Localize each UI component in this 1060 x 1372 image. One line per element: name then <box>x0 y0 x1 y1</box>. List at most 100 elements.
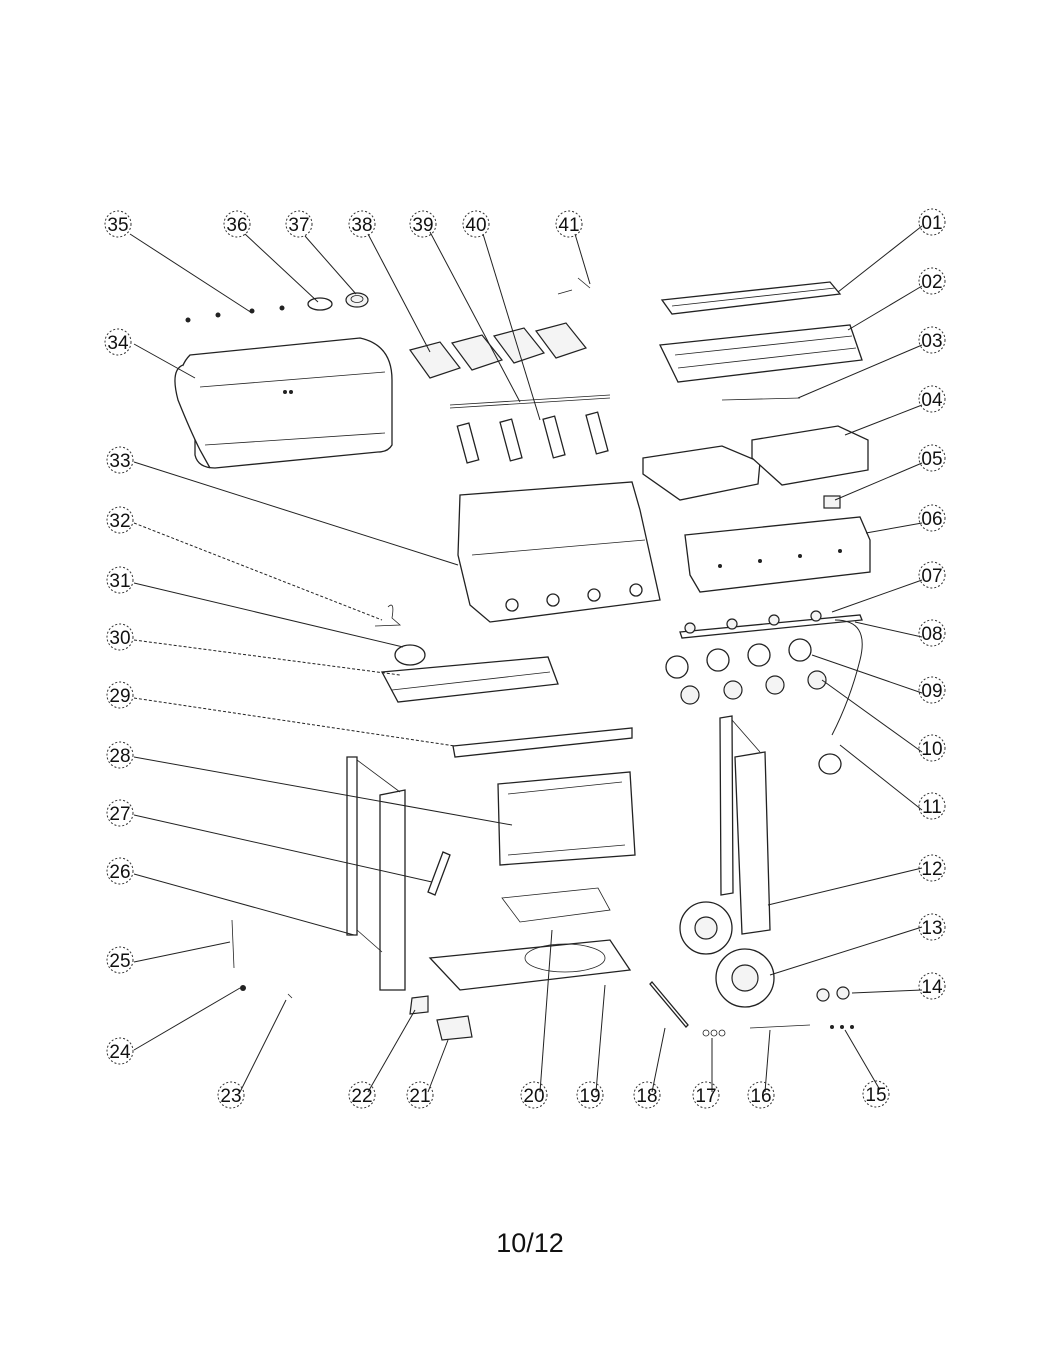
callout-40: 40 <box>462 210 490 238</box>
callout-41: 41 <box>555 210 583 238</box>
svg-text:40: 40 <box>465 215 486 236</box>
callout-09: 09 <box>918 676 946 704</box>
svg-text:01: 01 <box>921 213 942 234</box>
lid-hardware <box>185 292 369 323</box>
bracket-05 <box>823 495 841 509</box>
svg-text:03: 03 <box>921 331 942 352</box>
small-parts <box>231 919 854 1041</box>
svg-text:24: 24 <box>109 1042 131 1063</box>
callout-25: 25 <box>106 946 134 974</box>
svg-text:23: 23 <box>220 1086 241 1107</box>
tank-hole <box>524 943 606 973</box>
svg-text:17: 17 <box>695 1086 716 1107</box>
callout-26: 26 <box>106 857 134 885</box>
heat-tents <box>409 322 588 379</box>
manifold <box>679 610 863 639</box>
clip-32 <box>374 604 402 627</box>
callout-06: 06 <box>918 504 946 532</box>
callout-10: 10 <box>918 734 946 762</box>
callout-14: 14 <box>918 972 946 1000</box>
rear-brace <box>452 727 633 758</box>
callout-17: 17 <box>692 1081 720 1109</box>
callout-29: 29 <box>106 681 134 709</box>
svg-text:20: 20 <box>523 1086 544 1107</box>
svg-text:33: 33 <box>109 451 130 472</box>
warming-rack <box>660 281 842 315</box>
callout-30: 30 <box>106 623 134 651</box>
svg-text:32: 32 <box>109 511 130 532</box>
callout-19: 19 <box>576 1081 604 1109</box>
svg-text:06: 06 <box>921 509 942 530</box>
right-cart-frame <box>719 715 771 935</box>
callout-03: 03 <box>918 326 946 354</box>
svg-text:19: 19 <box>579 1086 600 1107</box>
callout-20: 20 <box>520 1081 548 1109</box>
cooking-grate <box>659 324 863 383</box>
svg-text:30: 30 <box>109 628 130 649</box>
svg-text:15: 15 <box>865 1085 886 1106</box>
page-number: 10/12 <box>496 1228 564 1258</box>
svg-text:34: 34 <box>107 333 129 354</box>
callout-01: 01 <box>918 208 946 236</box>
svg-text:27: 27 <box>109 804 130 825</box>
svg-text:31: 31 <box>109 571 130 592</box>
svg-text:08: 08 <box>921 624 942 645</box>
callout-18: 18 <box>633 1081 661 1109</box>
svg-text:37: 37 <box>288 215 309 236</box>
back-panel <box>497 771 636 866</box>
wheels <box>679 901 775 1008</box>
svg-text:14: 14 <box>921 977 943 998</box>
svg-text:25: 25 <box>109 951 130 972</box>
svg-text:39: 39 <box>412 215 433 236</box>
callout-38: 38 <box>348 210 376 238</box>
svg-text:16: 16 <box>750 1086 771 1107</box>
callout-02: 02 <box>918 267 946 295</box>
svg-text:12: 12 <box>921 859 942 880</box>
knobs <box>665 638 827 705</box>
svg-text:10: 10 <box>921 739 942 760</box>
rod-03 <box>721 397 801 401</box>
callout-07: 07 <box>918 561 946 589</box>
callout-13: 13 <box>918 913 946 941</box>
svg-text:35: 35 <box>107 215 128 236</box>
svg-text:18: 18 <box>636 1086 657 1107</box>
svg-text:11: 11 <box>922 797 942 818</box>
callout-36: 36 <box>223 210 251 238</box>
callout-31: 31 <box>106 566 134 594</box>
callout-23: 23 <box>217 1081 245 1109</box>
svg-text:07: 07 <box>921 566 942 587</box>
callout-24: 24 <box>106 1037 134 1065</box>
svg-text:22: 22 <box>351 1086 372 1107</box>
callout-28: 28 <box>106 741 134 769</box>
svg-text:04: 04 <box>921 390 943 411</box>
callout-35: 35 <box>104 210 132 238</box>
svg-text:05: 05 <box>921 449 942 470</box>
callout-37: 37 <box>285 210 313 238</box>
callout-22: 22 <box>348 1081 376 1109</box>
svg-text:36: 36 <box>226 215 247 236</box>
svg-text:38: 38 <box>351 215 372 236</box>
callout-15: 15 <box>862 1080 890 1108</box>
left-cart-frame <box>346 756 406 991</box>
svg-text:41: 41 <box>558 215 579 236</box>
callout-21: 21 <box>406 1081 434 1109</box>
callout-12: 12 <box>918 854 946 882</box>
callout-34: 34 <box>104 328 132 356</box>
side-shelves <box>642 425 869 501</box>
callout-04: 04 <box>918 385 946 413</box>
svg-text:28: 28 <box>109 746 130 767</box>
svg-text:09: 09 <box>921 681 942 702</box>
leader-lines <box>129 225 923 1093</box>
igniter <box>557 277 591 295</box>
burners <box>449 394 611 464</box>
callout-16: 16 <box>747 1081 775 1109</box>
firebox <box>457 481 661 623</box>
lid-part <box>174 337 393 469</box>
svg-text:13: 13 <box>921 918 942 939</box>
drip-tray <box>380 656 559 703</box>
callout-27: 27 <box>106 799 134 827</box>
callouts: 35 36 37 38 39 40 41 01 02 03 04 05 06 0… <box>104 208 946 1109</box>
svg-text:26: 26 <box>109 862 130 883</box>
callout-39: 39 <box>409 210 437 238</box>
